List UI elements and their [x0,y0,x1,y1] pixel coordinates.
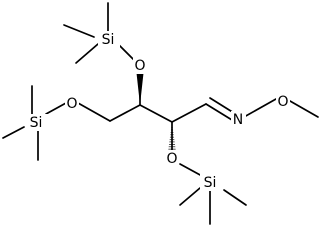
atom-o-bottom-label: O [166,151,177,167]
bond-c1-n-double [209,97,235,114]
bond-c2-c1 [171,103,207,123]
atom-si-top-label: Si [102,32,115,48]
atom-si-bottom-label: Si [204,175,217,191]
bold-wedge-c3-o [136,73,144,105]
bond-si-left-methyl-left [2,126,25,139]
bond-si-bottom-methyl-left [179,187,201,206]
bond-o-methoxy-methyl [289,100,319,118]
atom-n-label: N [233,112,243,128]
atom-o-left-label: O [66,96,77,112]
bond-o-bottom-si-bottom [179,163,203,177]
atom-o-top-label: O [134,58,145,74]
hashed-wedge-c2-o [168,122,176,152]
bond-c4-o-left [77,102,111,122]
bond-si-top-o [117,43,135,61]
bond-c3-c2 [139,104,173,123]
molecule-diagram: Si O O Si N O O Si [2,2,319,225]
atom-si-top: Si [98,31,120,48]
atom-o-bottom: O [165,150,179,167]
atom-si-bottom: Si [200,174,222,191]
bond-o-left-si-left [45,102,67,115]
structure-drawing: Si O O Si N O O Si [2,2,319,225]
atom-o-left: O [65,95,79,112]
bond-si-bottom-methyl-right [223,189,247,206]
atom-o-top: O [133,57,147,74]
bond-si-top-methyl-lower-left [75,43,99,64]
bond-n-o-methoxy [243,98,277,118]
atom-n: N [231,111,246,128]
bond-si-top-methyl-upper-left [63,24,95,38]
atom-si-left: Si [26,114,48,131]
bond-c3-c4 [109,104,141,122]
bond-c1-n [205,103,233,121]
atom-o-methoxy-label: O [277,94,288,110]
atom-si-left-label: Si [30,115,43,131]
atom-o-methoxy: O [276,93,290,110]
